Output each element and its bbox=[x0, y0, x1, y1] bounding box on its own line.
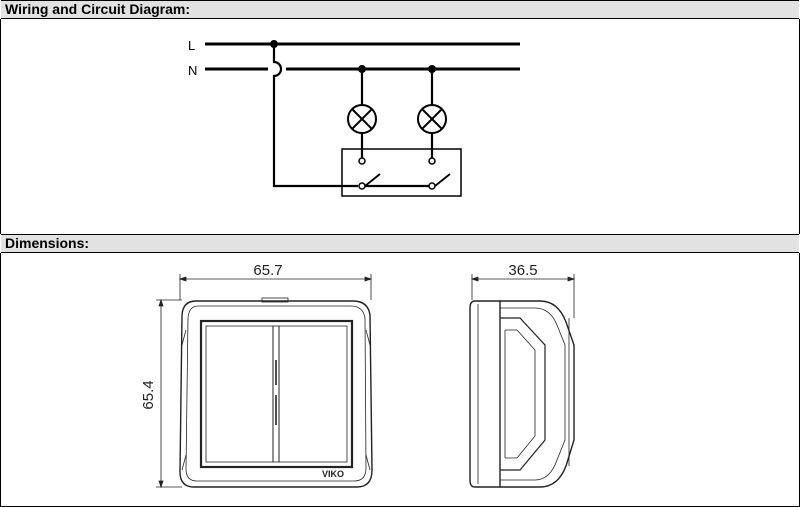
side-body-profile bbox=[500, 300, 575, 488]
height-dimension bbox=[156, 298, 182, 489]
width-value: 65.7 bbox=[253, 262, 282, 279]
side-inner-shell bbox=[500, 317, 546, 471]
wiring-section-header: Wiring and Circuit Diagram: bbox=[1, 0, 799, 19]
side-view: 36.5 bbox=[469, 262, 576, 488]
side-base bbox=[469, 300, 501, 488]
feed-wire bbox=[272, 44, 358, 188]
dimensions-section-header: Dimensions: bbox=[1, 234, 799, 253]
wiring-diagram: L N bbox=[188, 38, 520, 197]
dimensions-section-title: Dimensions: bbox=[5, 235, 90, 251]
width-dimension bbox=[178, 274, 373, 300]
side-body-inner bbox=[500, 307, 566, 481]
brand-logo-text: VIKO bbox=[322, 469, 344, 479]
switch-box bbox=[341, 148, 462, 197]
neutral-label: N bbox=[188, 63, 197, 78]
side-inner-channel bbox=[505, 329, 536, 459]
frame-corner-details bbox=[181, 329, 371, 471]
switch-1-icon bbox=[358, 157, 381, 190]
front-view: 65.7 65.4 bbox=[140, 262, 373, 489]
height-value: 65.4 bbox=[140, 380, 157, 409]
line-label: L bbox=[188, 38, 195, 53]
rocker-plate bbox=[199, 319, 354, 469]
switch-2-icon bbox=[428, 157, 451, 190]
rocker-plate-inner bbox=[205, 325, 348, 463]
lamp-1-icon bbox=[347, 104, 377, 134]
switch-frame-bevel bbox=[185, 305, 367, 482]
lamp-2-icon bbox=[417, 104, 447, 134]
depth-dimension bbox=[470, 274, 576, 318]
depth-value: 36.5 bbox=[508, 262, 537, 279]
wiring-section-title: Wiring and Circuit Diagram: bbox=[5, 1, 191, 17]
switch-outer-frame bbox=[179, 300, 373, 488]
frame-notch bbox=[261, 297, 289, 303]
